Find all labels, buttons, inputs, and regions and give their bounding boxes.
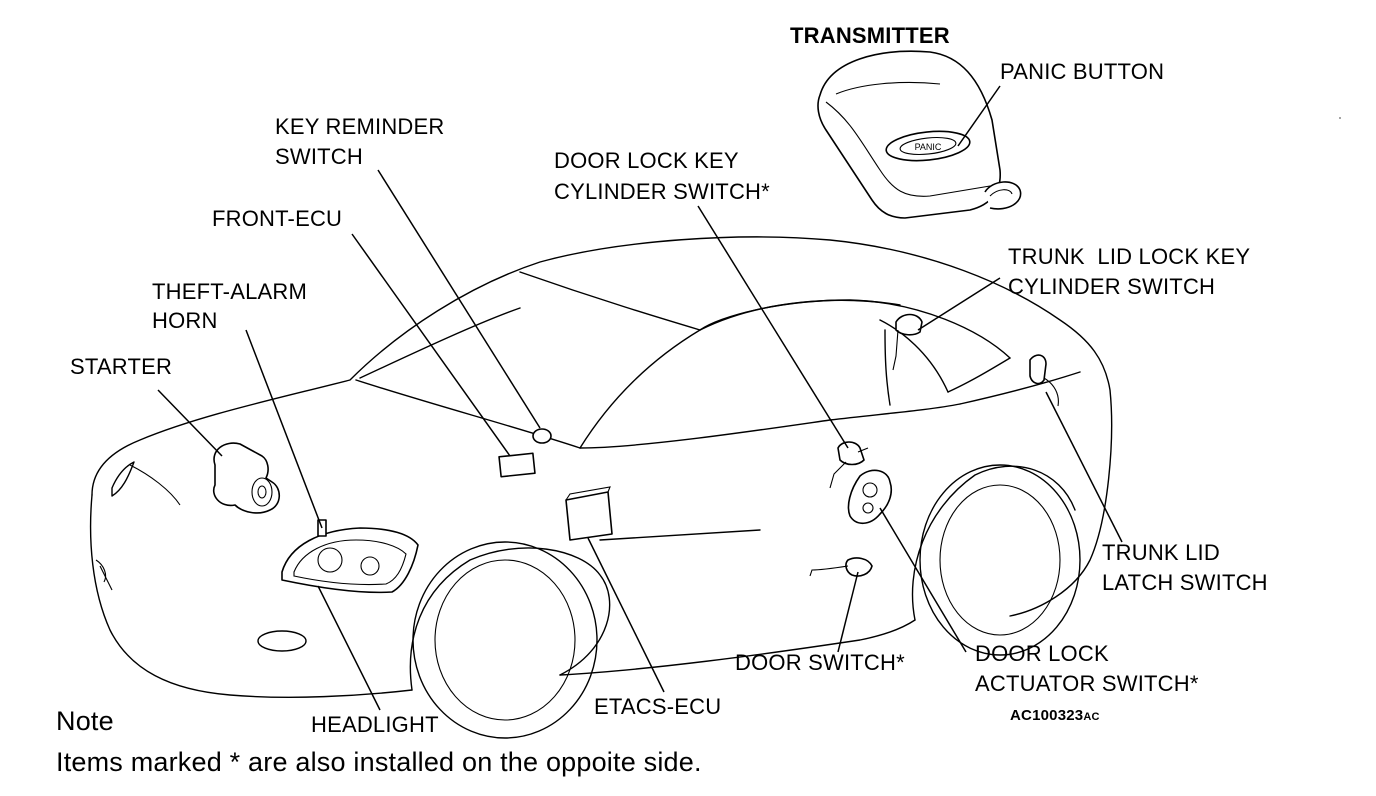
trunk-latch-switch-part <box>1029 354 1059 407</box>
leader-key-reminder <box>377 169 541 429</box>
label-front-ecu: FRONT-ECU <box>212 206 343 231</box>
label-door-lock-key-line1: DOOR LOCK KEY <box>554 148 739 173</box>
label-door-lock-actuator-line1: DOOR LOCK <box>975 641 1109 666</box>
label-panic-button: PANIC BUTTON <box>1000 59 1165 84</box>
starter-part <box>213 442 281 514</box>
front-ecu-part <box>498 452 536 478</box>
label-door-lock-key-line2: CYLINDER SWITCH* <box>554 179 770 204</box>
label-key-reminder-line2: SWITCH <box>275 144 363 169</box>
key-reminder-switch-part <box>532 428 552 444</box>
leader-etacs-ecu <box>587 537 665 693</box>
note-text: Items marked * are also installed on the… <box>56 747 702 777</box>
leader-lines <box>157 85 1123 711</box>
leader-front-ecu <box>351 233 511 457</box>
diagram-code-suffix: AC <box>1083 711 1100 723</box>
leader-panic-button <box>957 85 1001 147</box>
transmitter-panic-text: PANIC <box>915 142 942 152</box>
leader-trunk-lock-key <box>917 277 1001 331</box>
leader-door-lock-actuator <box>879 507 967 653</box>
scan-artifact-dot <box>1339 117 1341 119</box>
label-etacs-ecu: ETACS-ECU <box>594 694 722 719</box>
leader-door-switch <box>837 571 859 653</box>
transmitter-title: TRANSMITTER <box>790 23 950 48</box>
label-theft-alarm-line2: HORN <box>152 308 218 333</box>
diagram-code-main: AC100323 <box>1010 707 1084 724</box>
leader-trunk-latch <box>1045 391 1123 543</box>
label-trunk-latch-line1: TRUNK LID <box>1102 540 1220 565</box>
label-headlight: HEADLIGHT <box>311 712 439 737</box>
label-trunk-key-line2: CYLINDER SWITCH <box>1008 274 1216 299</box>
label-trunk-latch-line2: LATCH SWITCH <box>1102 570 1268 595</box>
leader-theft-alarm <box>245 329 323 529</box>
leader-starter <box>157 389 223 457</box>
etacs-ecu-part <box>565 486 613 541</box>
leader-headlight <box>317 585 381 711</box>
label-key-reminder-line1: KEY REMINDER <box>275 114 445 139</box>
label-starter: STARTER <box>70 354 173 379</box>
label-trunk-key-line1: TRUNK LID LOCK KEY <box>1008 244 1251 269</box>
trunk-lock-key-cylinder-part <box>892 313 923 371</box>
label-door-lock-actuator-line2: ACTUATOR SWITCH* <box>975 671 1199 696</box>
note-heading: Note <box>56 706 114 736</box>
leader-door-lock-key <box>697 205 849 449</box>
headlight-part <box>281 519 419 594</box>
transmitter-fob: PANIC <box>817 50 1022 219</box>
door-switch-part <box>809 557 873 577</box>
car-body <box>89 236 1113 739</box>
label-door-switch: DOOR SWITCH* <box>735 650 905 675</box>
label-theft-alarm-line1: THEFT-ALARM <box>152 279 307 304</box>
diagram-code: AC100323AC <box>1010 707 1100 726</box>
